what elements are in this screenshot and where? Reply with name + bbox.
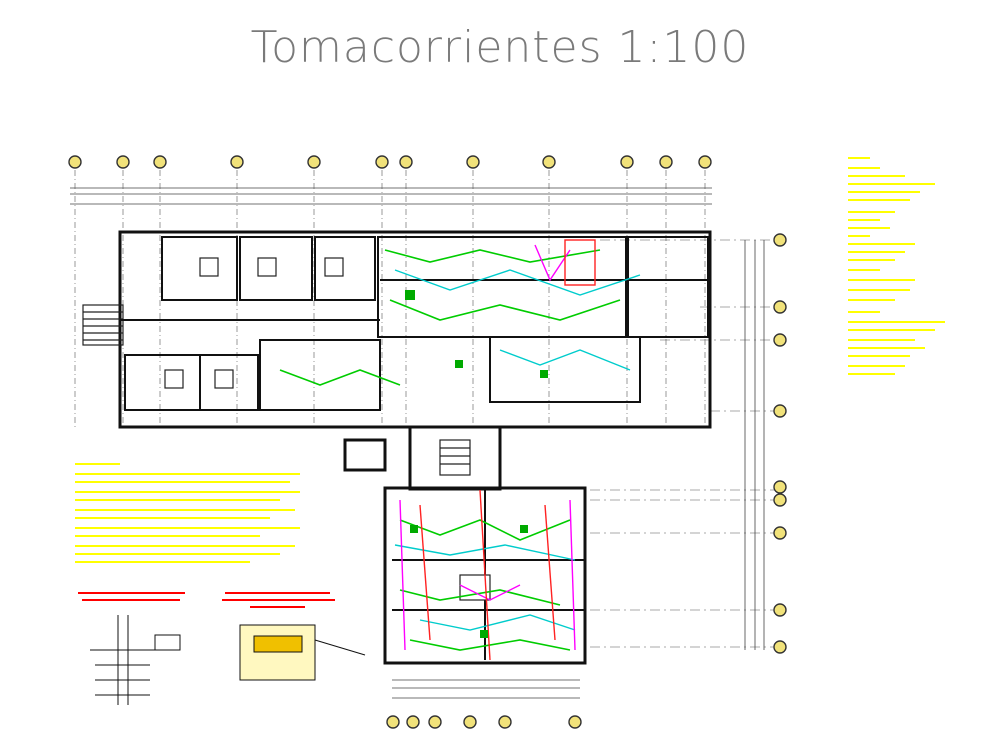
interior-walls: [120, 236, 710, 660]
outlet-icon: [405, 290, 548, 638]
bottom-dimension-lines: [392, 679, 580, 699]
grid-bubble-icon: [68, 155, 787, 729]
right-dimension-lines: [744, 240, 765, 650]
general-notes: [75, 463, 300, 563]
detail-red-headers: [78, 592, 335, 608]
right-axis-lines: [590, 239, 775, 648]
legend: [848, 157, 945, 375]
circuit-green: [279, 249, 621, 651]
circuit-cyan: [394, 269, 641, 631]
circuit-magenta: [399, 244, 576, 651]
detail-left-diagram: [90, 615, 181, 705]
circuit-red: [419, 239, 596, 661]
detail-right-diagram: [239, 624, 366, 681]
room-fixtures: [164, 257, 491, 601]
drawing-title: Tomacorrientes 1:100: [250, 22, 750, 73]
building-walls: [118, 230, 712, 665]
top-dimension-lines: [70, 187, 712, 205]
stair-icon: [82, 304, 471, 476]
